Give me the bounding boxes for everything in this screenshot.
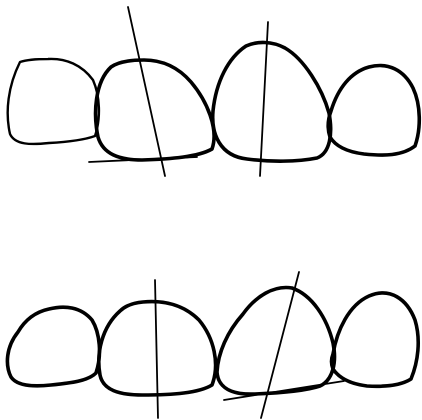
bottom-tooth-4 [332, 293, 419, 386]
bottom-panel [7, 272, 418, 418]
top-tooth-2 [96, 60, 214, 160]
top-axis-1 [128, 7, 165, 176]
bottom-tooth-3 [217, 288, 334, 395]
top-tooth-3 [213, 42, 331, 161]
top-axis-2 [260, 22, 268, 176]
top-panel [8, 7, 420, 176]
bottom-tooth-1 [7, 307, 99, 386]
top-tooth-1 [8, 59, 99, 144]
bottom-baseline [224, 381, 344, 400]
top-tooth-4 [328, 66, 419, 156]
